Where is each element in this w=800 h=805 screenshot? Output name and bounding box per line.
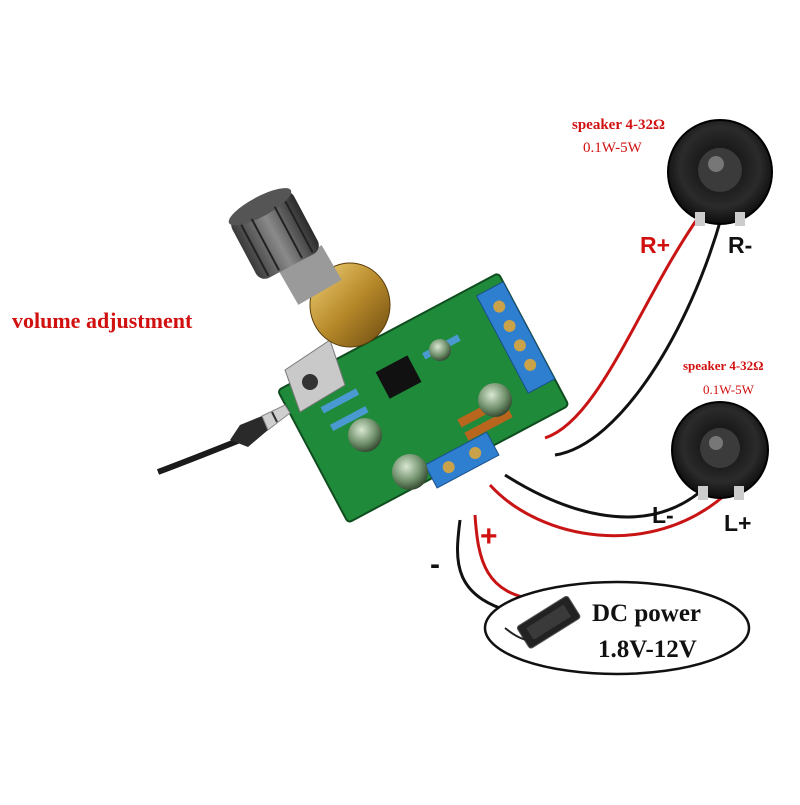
speaker-left-power-label: 0.1W-5W bbox=[703, 382, 754, 397]
left-minus-label: L- bbox=[652, 502, 674, 528]
speaker-left-rating-label: speaker 4-32Ω bbox=[683, 358, 764, 373]
power-minus-label: - bbox=[430, 548, 440, 581]
speaker-left bbox=[671, 401, 769, 500]
speaker-right bbox=[667, 119, 773, 226]
speaker-right-power-label: 0.1W-5W bbox=[583, 140, 642, 156]
wire-l-minus bbox=[504, 473, 701, 519]
volume-adjustment-label: volume adjustment bbox=[12, 308, 193, 333]
left-plus-label: L+ bbox=[724, 510, 752, 536]
wire-r-minus bbox=[554, 214, 724, 457]
dc-power-title: DC power bbox=[592, 600, 702, 627]
wire-r-plus bbox=[544, 214, 702, 440]
volume-knob bbox=[228, 188, 391, 348]
right-plus-label: R+ bbox=[640, 232, 671, 258]
battery-holder bbox=[516, 595, 581, 649]
audio-jack-socket bbox=[284, 339, 346, 413]
speaker-right-rating-label: speaker 4-32Ω bbox=[572, 117, 665, 133]
power-plus-label: + bbox=[480, 520, 498, 553]
right-minus-label: R- bbox=[728, 232, 753, 258]
audio-plug bbox=[156, 404, 291, 475]
dc-power-range: 1.8V-12V bbox=[598, 636, 697, 663]
wire-l-plus bbox=[488, 483, 726, 538]
